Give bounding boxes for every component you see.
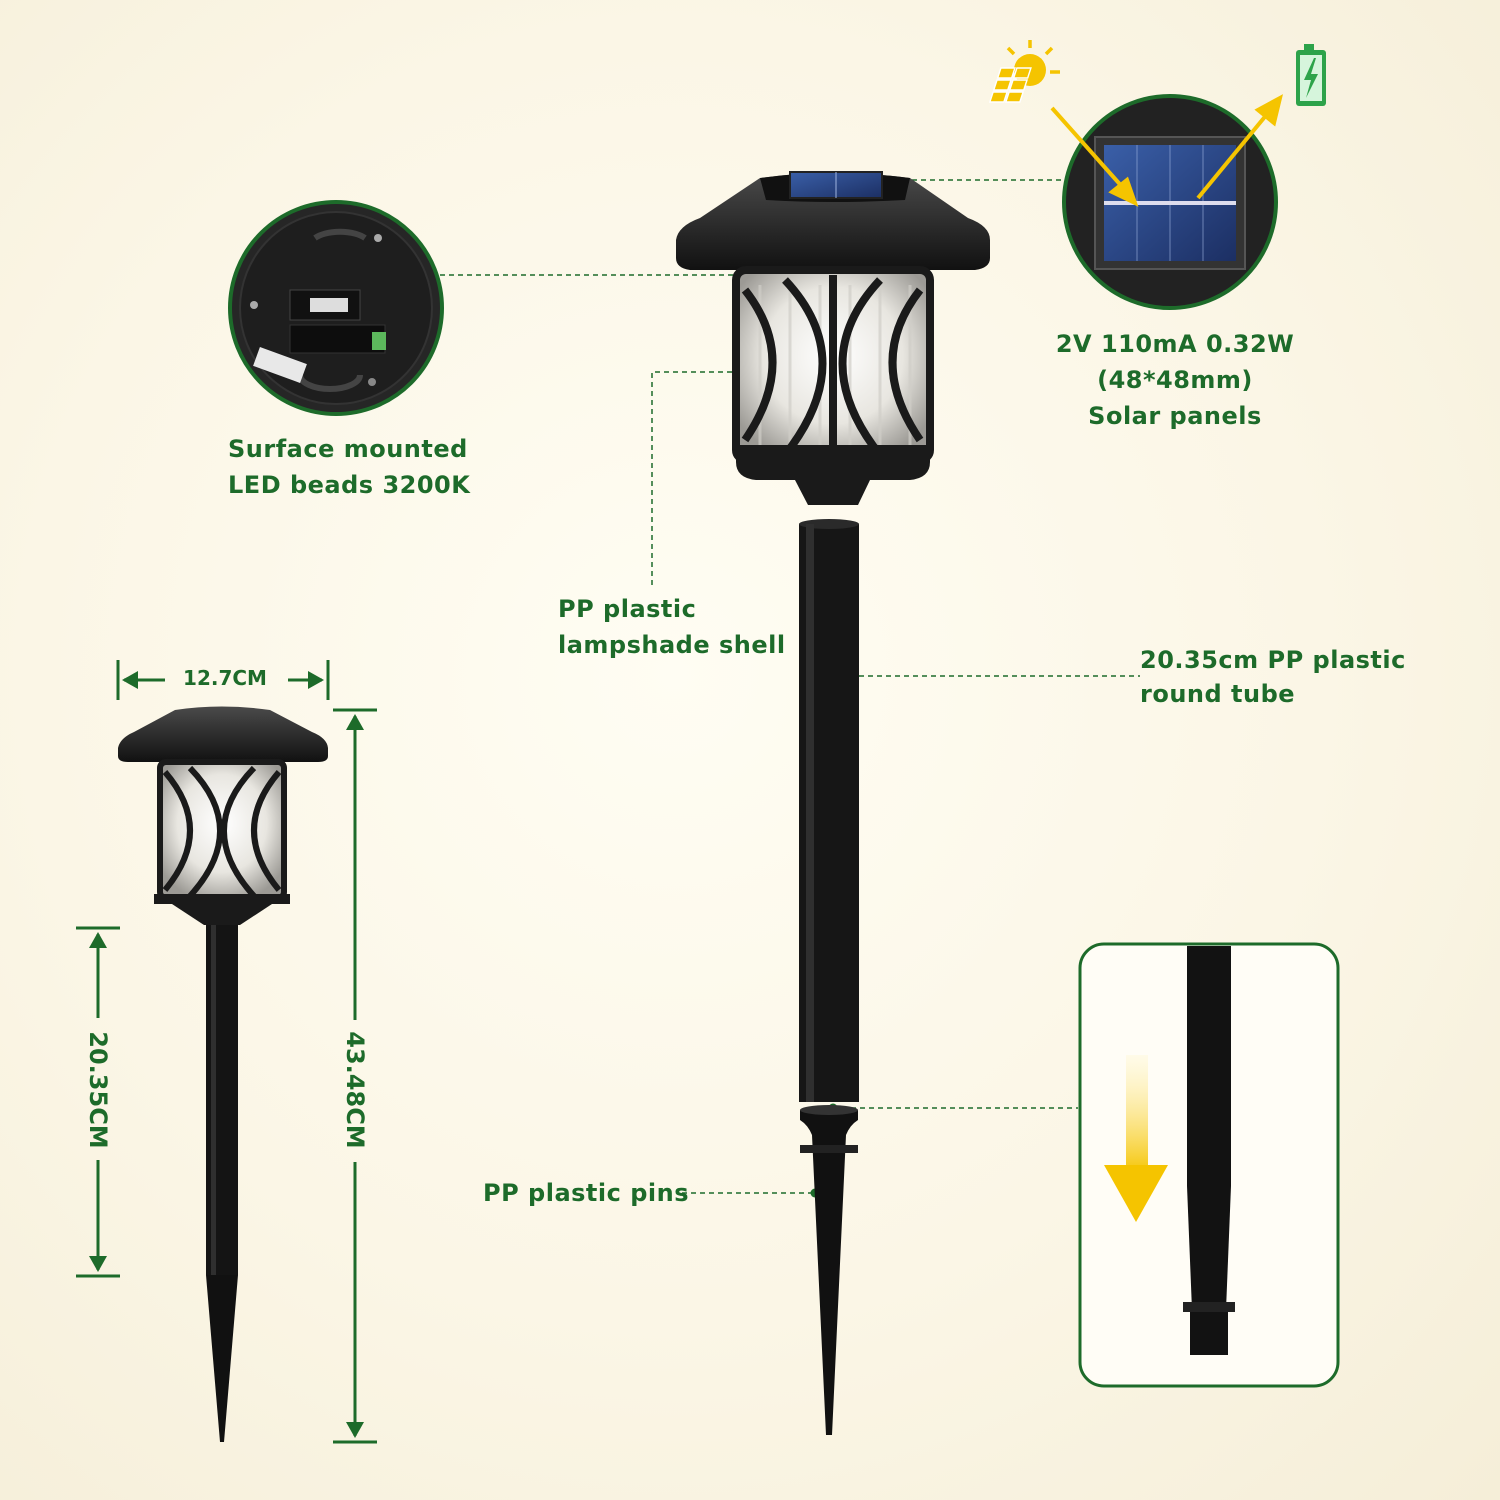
connection-detail-box <box>1078 942 1340 1388</box>
energy-arrows <box>1050 94 1283 207</box>
round-tube-label: 20.35cm PP plastic round tube <box>1140 646 1406 708</box>
total-height-dimension-label: 43.48CM <box>341 1031 369 1149</box>
main-lamp <box>676 171 990 1435</box>
solar-panel-label: 2V 110mA 0.32W (48*48mm) Solar panels <box>1055 330 1295 430</box>
solar-panel-circle <box>1062 94 1278 310</box>
dimension-lines <box>76 660 377 1444</box>
assembled-lamp <box>118 706 328 1442</box>
solar-sun-icon <box>988 40 1060 103</box>
led-board-circle <box>228 200 444 416</box>
battery-charging-icon <box>1296 44 1326 106</box>
tube-length-dimension-label: 20.35CM <box>84 1031 112 1149</box>
lampshade-shell-label: PP plastic lampshade shell <box>558 595 786 659</box>
led-beads-label: Surface mounted LED beads 3200K <box>228 435 471 499</box>
arrow-down-icon <box>1104 1055 1168 1222</box>
plastic-pins-label: PP plastic pins <box>483 1179 689 1207</box>
width-dimension-label: 12.7CM <box>183 666 267 690</box>
